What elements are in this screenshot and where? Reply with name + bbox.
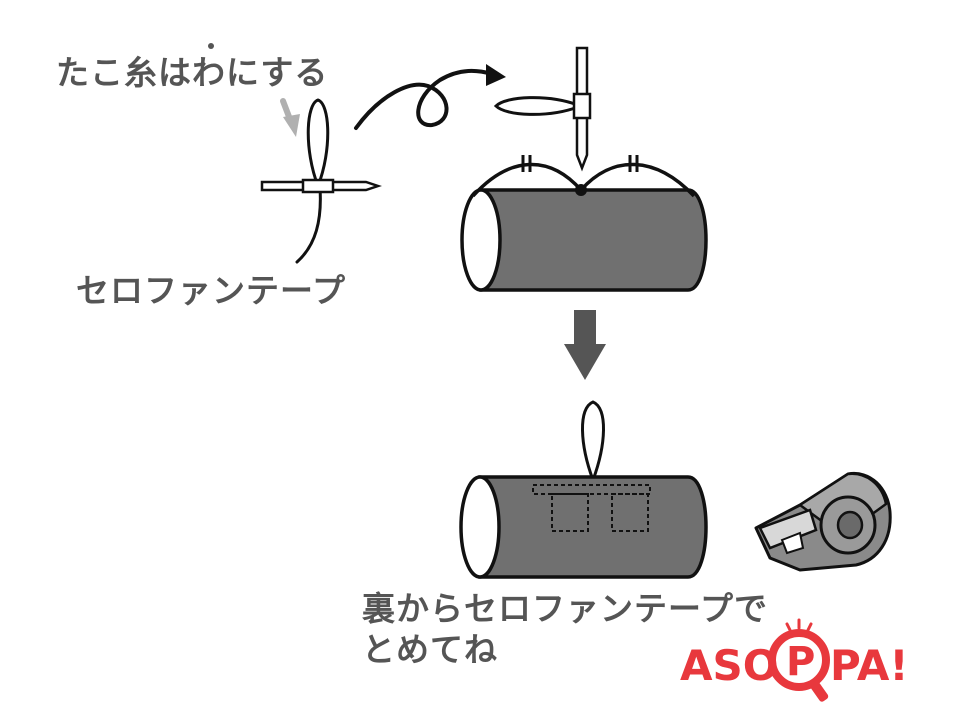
down-arrow-icon xyxy=(564,310,606,380)
logo-text-right: PA! xyxy=(830,641,909,690)
asoppa-logo-graphic: ASO P PA! xyxy=(680,618,909,702)
tube-lower xyxy=(459,400,708,579)
label-tape-from-back-line2: とめてね xyxy=(362,630,498,670)
tape-dispenser-icon xyxy=(754,471,892,572)
label-tape-from-back: 裏からセロファンテープで とめてね xyxy=(362,588,768,671)
label-tape-from-back-line1: 裏からセロファンテープで xyxy=(362,589,769,628)
asoppa-logo: ASO P PA! xyxy=(678,618,928,708)
stick-with-side-loop xyxy=(493,46,592,172)
decorative-dot xyxy=(208,43,214,49)
curved-loop-arrow-icon xyxy=(354,64,506,130)
logo-text-left: ASO xyxy=(680,641,778,690)
label-kite-string: たこ糸はわにする xyxy=(56,53,329,92)
label-cellophane-tape: セロファンテープ xyxy=(76,271,347,310)
tube-upper xyxy=(460,155,708,292)
hint-arrow-icon xyxy=(280,98,300,137)
logo-text-circle: P xyxy=(786,639,815,685)
stick-cross-with-loop xyxy=(260,98,382,264)
